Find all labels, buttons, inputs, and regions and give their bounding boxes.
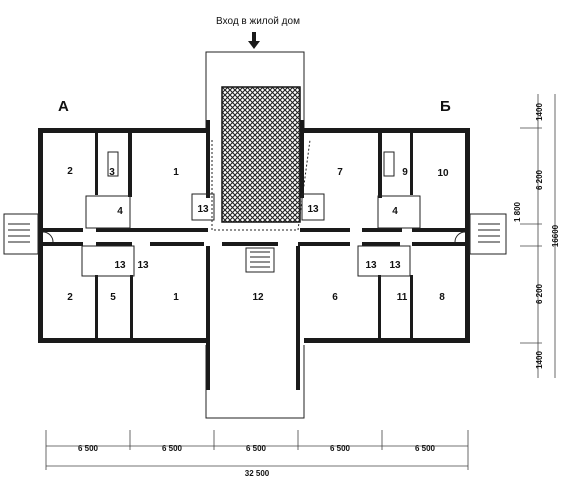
svg-text:6 200: 6 200 [535,283,544,304]
svg-text:6 500: 6 500 [330,444,351,453]
room-labels-bottom: 2 5 1 12 6 11 8 13 13 13 13 [67,260,445,303]
svg-text:6 500: 6 500 [246,444,267,453]
hatched-stairwell [221,86,301,223]
svg-text:6 200: 6 200 [535,169,544,190]
section-label-right: Б [440,98,451,115]
svg-text:6: 6 [332,292,338,303]
svg-text:9: 9 [402,167,408,178]
svg-text:13: 13 [197,204,209,215]
svg-text:10: 10 [437,168,449,179]
svg-text:5: 5 [110,292,116,303]
svg-text:6 500: 6 500 [78,444,99,453]
partitions-top [85,133,421,229]
outer-walls [38,120,470,343]
svg-text:3: 3 [109,167,115,178]
svg-text:13: 13 [307,204,319,215]
corridor-walls [43,228,465,246]
svg-text:16600: 16600 [551,224,560,247]
svg-text:2: 2 [67,292,73,303]
entrance-label: Вход в жилой дом [216,16,300,27]
room-labels-top: 2 3 1 4 13 13 7 9 10 4 [67,166,449,217]
svg-text:2: 2 [67,166,73,177]
svg-text:1400: 1400 [535,103,544,121]
porch-left [3,213,54,255]
svg-text:8: 8 [439,292,445,303]
dimension-chain-right: 1400 6 200 1 800 6 200 1400 16600 [513,94,560,378]
svg-text:13: 13 [365,260,377,271]
svg-text:6 500: 6 500 [415,444,436,453]
section-label-left: А [58,98,69,115]
svg-text:4: 4 [392,206,398,217]
svg-text:1 800: 1 800 [513,201,522,222]
entrance-arrow-icon [248,32,260,49]
svg-text:11: 11 [397,292,408,303]
svg-text:32 500: 32 500 [245,469,270,478]
svg-text:7: 7 [337,167,343,178]
svg-text:1: 1 [173,292,179,303]
partitions-bottom [81,245,413,390]
svg-text:6 500: 6 500 [162,444,183,453]
svg-text:13: 13 [137,260,149,271]
svg-text:4: 4 [117,206,123,217]
svg-text:13: 13 [389,260,401,271]
dimension-chain-bottom: 6 500 6 500 6 500 6 500 6 500 32 500 [45,430,469,478]
svg-text:1: 1 [173,167,179,178]
svg-text:1400: 1400 [535,351,544,369]
svg-text:13: 13 [114,260,126,271]
svg-text:12: 12 [252,292,264,303]
porch-right [454,213,507,255]
